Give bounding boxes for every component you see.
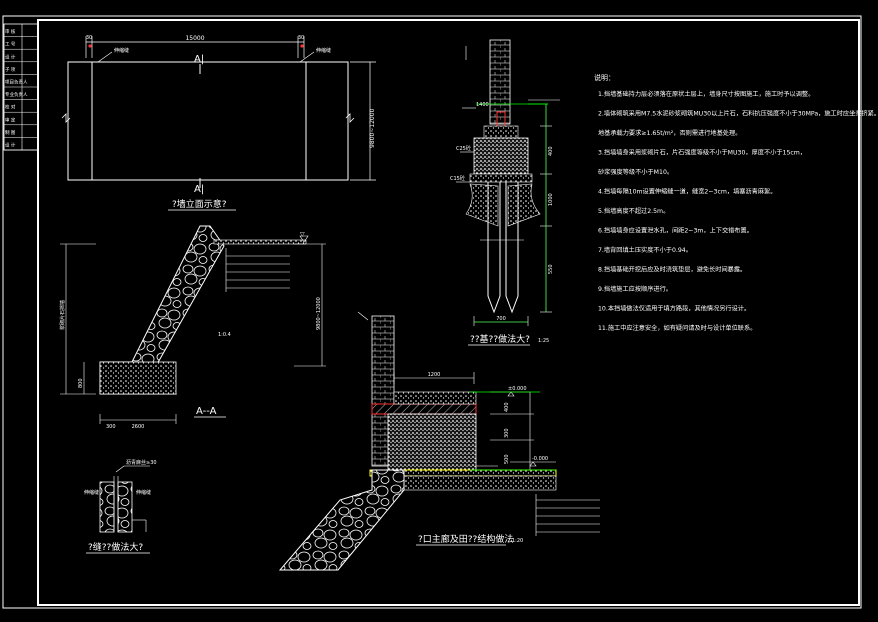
pile-label-c15: C15砼 xyxy=(450,175,465,182)
detail-scale: 1:20 xyxy=(512,538,523,544)
title-block-row: 子 项 xyxy=(5,66,16,73)
note-item: 5.挡墙高度不超过2.5m。 xyxy=(598,207,669,215)
detail-dim-right-3: 500 xyxy=(504,454,510,464)
section-aa-dim-base: 300 xyxy=(106,424,116,430)
entrance-detail-view xyxy=(278,311,600,571)
section-aa-top-level: ▽ xyxy=(300,231,305,238)
note-item: 11.施工中应注意安全，如有疑问请及时与设计单位联系。 xyxy=(598,324,756,332)
section-aa-title: A--A xyxy=(196,406,217,417)
note-item: 8.挡墙基础开挖后应及时浇筑垫层，避免长时间暴露。 xyxy=(598,266,746,274)
note-item: 10.本挡墙做法仅适用于填方路段，其他情况另行设计。 xyxy=(598,305,750,313)
note-item: 4.挡墙每隔10m设置伸缩缝一道，缝宽2~3cm，填塞沥青麻絮。 xyxy=(598,188,776,196)
sheet-border-inner xyxy=(37,19,860,606)
pile-label-c25: C25砼 xyxy=(456,145,471,152)
note-item: 1.挡墙基础持力层必须落在原状土层上，墙身尺寸按图施工，施工时予以调整。 xyxy=(598,90,814,98)
pile-detail-view xyxy=(456,39,560,326)
pile-dim-bottom: 550 xyxy=(548,264,554,274)
title-block-row: 校 对 xyxy=(5,104,16,111)
section-aa-dim-width: 2600 xyxy=(132,424,145,430)
pile-title: ??基??做法大? xyxy=(470,333,530,345)
note-item: 3.挡墙墙身采用浆砌片石，片石强度等级不小于MU30，厚度不小于15cm， xyxy=(598,149,806,157)
elev-section-label-top: A| xyxy=(194,54,204,65)
pile-scale: 1:25 xyxy=(538,338,549,344)
title-block-row: 项目负责人 xyxy=(5,79,28,86)
title-block-row: 设 计 xyxy=(5,142,16,149)
elev-dim-right: 30 xyxy=(298,35,304,41)
elev-note-right: 伸缩缝 xyxy=(316,47,331,54)
elev-dim-height: 9800~12000 xyxy=(369,108,376,148)
note-item: 7.墙背回填土压实度不小于0.94。 xyxy=(598,246,692,254)
pile-dim-lower: 1000 xyxy=(548,193,554,206)
section-aa-label-vertical: 浆砌片石挡墙 xyxy=(59,300,66,330)
note-item: 地基承载力要求≥1.65t/m²，否则需进行地基处理。 xyxy=(598,129,741,137)
section-aa-dim-height-left: 800 xyxy=(78,378,84,388)
elevation-title: ?墙立面示意? xyxy=(172,198,227,210)
section-aa-view xyxy=(60,225,326,424)
title-block-row: 设 计 xyxy=(5,53,16,60)
title-block-row: 制 图 xyxy=(5,129,16,136)
section-aa-label-height: 9800~12000 xyxy=(316,297,322,330)
joint-title: ?缝??做法大? xyxy=(88,541,143,553)
pile-dim-mid: 400 xyxy=(548,146,554,156)
sheet-border-outer xyxy=(2,15,862,609)
joint-label-left: 伸缩缝 xyxy=(84,489,99,496)
title-block-row: 审 核 xyxy=(5,28,16,35)
title-block-row: 工 号 xyxy=(5,42,16,48)
note-item: 6.挡墙墙身应设置泄水孔，间距2~3m，上下交错布置。 xyxy=(598,227,753,235)
elev-note-left: 伸缩缝 xyxy=(114,47,129,54)
joint-label-top: 沥青麻丝≥30 xyxy=(126,459,157,466)
elev-section-label-bottom: A| xyxy=(194,184,204,195)
detail-level-2: -0.000 xyxy=(532,456,548,462)
pile-dim-top: 1400 xyxy=(476,102,489,108)
detail-level-1: ±0.000 xyxy=(508,386,527,392)
notes-list: 1.挡墙基础持力层必须落在原状土层上，墙身尺寸按图施工，施工时予以调整。 2.墙体… xyxy=(598,90,878,332)
elev-dim-top: 15000 xyxy=(185,35,204,42)
detail-dim-right-2: 300 xyxy=(504,428,510,438)
joint-label-right: 伸缩缝 xyxy=(136,489,151,496)
elev-dim-left: 30 xyxy=(86,35,92,41)
detail-dim-right-1: 400 xyxy=(504,402,510,412)
note-item: 9.挡墙施工应按顺序进行。 xyxy=(598,285,672,293)
joint-detail-view xyxy=(99,465,150,533)
detail-title: ?口主廊及田??结构做法 xyxy=(418,533,513,545)
notes-heading: 说明： xyxy=(594,73,615,82)
detail-dim-top: 1200 xyxy=(428,372,441,378)
section-aa-slope: 1:0.4 xyxy=(218,332,231,338)
note-item: 砂浆强度等级不小于M10。 xyxy=(598,168,673,176)
elevation-view xyxy=(61,36,376,188)
note-item: 2.墙体砌筑采用M7.5水泥砂浆砌筑MU30以上片石，石料抗压强度不小于30MP… xyxy=(598,110,878,118)
pile-dim-width: 700 xyxy=(496,316,506,322)
title-block-row: 专业负责人 xyxy=(5,91,28,98)
title-block-row: 审 定 xyxy=(5,116,16,123)
